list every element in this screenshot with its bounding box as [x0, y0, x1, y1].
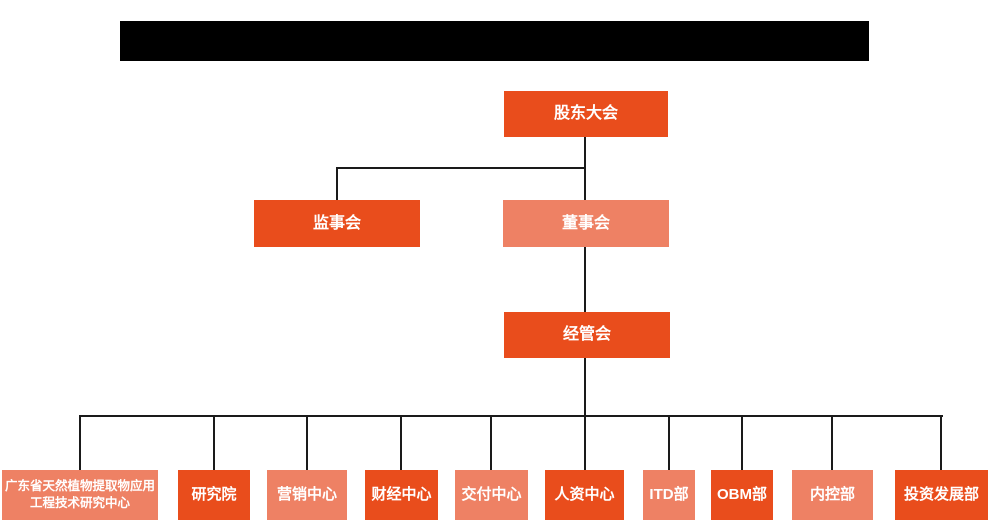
org-node-dept-internal-control: 内控部	[792, 470, 873, 520]
org-node-dept-itd: ITD部	[643, 470, 695, 520]
org-node-supervisory: 监事会	[254, 200, 420, 247]
connector-drop-line	[490, 415, 492, 470]
connector-drop-line	[668, 415, 670, 470]
connector-board-management	[584, 247, 586, 312]
connector-drop-line	[213, 415, 215, 470]
org-node-label: 财经中心	[371, 485, 432, 503]
org-node-label: 投资发展部	[903, 485, 979, 503]
org-node-shareholders: 股东大会	[504, 91, 668, 137]
connector-supervisory-vertical	[336, 167, 338, 200]
org-node-label: 监事会	[312, 214, 361, 232]
connector-branch-horizontal	[336, 167, 586, 169]
connector-drop-line	[584, 415, 586, 470]
org-node-label: 人资中心	[554, 485, 615, 503]
connector-drop-line	[79, 415, 81, 470]
org-node-dept-delivery-center: 交付中心	[455, 470, 528, 520]
org-node-dept-hr-center: 人资中心	[545, 470, 624, 520]
connector-drop-line	[741, 415, 743, 470]
org-node-management: 经管会	[504, 312, 670, 358]
org-node-label: 股东大会	[553, 105, 618, 123]
org-node-dept-marketing-center: 营销中心	[267, 470, 347, 520]
connector-drop-line	[831, 415, 833, 470]
org-node-dept-obm: OBM部	[711, 470, 773, 520]
connector-management-spine	[584, 358, 586, 417]
org-node-dept-research-institute: 研究院	[178, 470, 250, 520]
org-node-dept-research-center: 广东省天然植物提取物应用工程技术研究中心	[2, 470, 158, 520]
connector-drop-line	[940, 415, 942, 470]
org-node-board: 董事会	[503, 200, 669, 247]
org-node-label: OBM部	[717, 485, 767, 503]
org-node-label: ITD部	[649, 485, 689, 503]
connector-drop-line	[400, 415, 402, 470]
org-node-dept-finance-center: 财经中心	[365, 470, 438, 520]
org-node-label: 广东省天然植物提取物应用工程技术研究中心	[4, 479, 155, 510]
org-node-label: 内控部	[809, 485, 855, 503]
org-node-label: 经管会	[562, 326, 611, 344]
connector-drop-line	[306, 415, 308, 470]
connector-distributor-horizontal	[79, 415, 943, 417]
org-node-label: 营销中心	[276, 485, 337, 503]
org-node-label: 董事会	[561, 214, 610, 232]
redacted-title-bar	[120, 21, 869, 61]
org-node-label: 交付中心	[461, 485, 522, 503]
org-node-dept-investment-development: 投资发展部	[895, 470, 988, 520]
org-node-label: 研究院	[191, 485, 237, 503]
